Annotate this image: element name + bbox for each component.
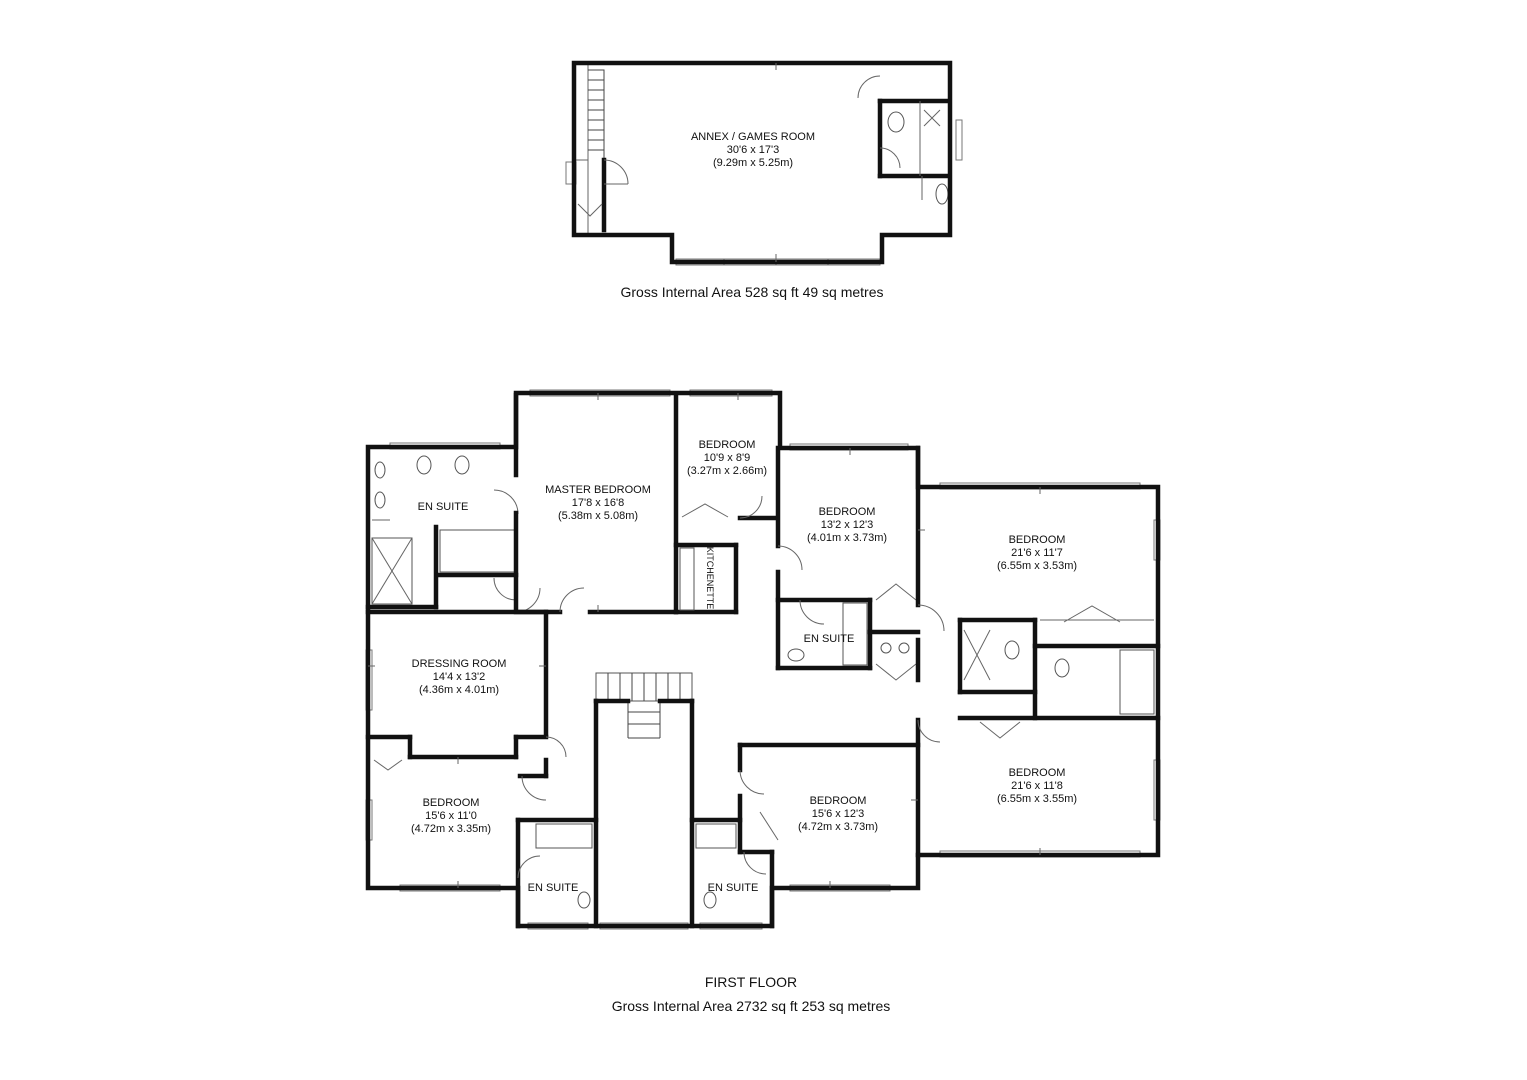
room-bedroom-right-top-imperial: 21'6 x 11'7	[1011, 547, 1063, 559]
room-bedroom-mid-name: BEDROOM	[819, 506, 876, 518]
room-bedroom-lower-mid-imperial: 15'6 x 12'3	[812, 808, 865, 820]
room-en-suite-label: EN SUITE	[418, 501, 469, 513]
room-en-suite-right-label: EN SUITE	[708, 882, 759, 894]
room-bedroom-small-name: BEDROOM	[699, 439, 756, 451]
annex-plan	[565, 60, 963, 266]
room-bedroom-lower-mid-metric: (4.72m x 3.73m)	[798, 821, 878, 833]
room-bedroom-small-metric: (3.27m x 2.66m)	[687, 465, 767, 477]
annex-room-imperial: 30'6 x 17'3	[727, 144, 780, 156]
room-bedroom-right-top-metric: (6.55m x 3.53m)	[997, 560, 1077, 572]
annex-room-name: ANNEX / GAMES ROOM	[691, 131, 815, 143]
room-bedroom-mid-imperial: 13'2 x 12'3	[821, 519, 874, 531]
room-bedroom-mid-metric: (4.01m x 3.73m)	[807, 532, 887, 544]
room-bedroom-right-bottom-imperial: 21'6 x 11'8	[1011, 780, 1063, 792]
room-dressing-room-imperial: 14'4 x 13'2	[433, 671, 486, 683]
room-dressing-room-metric: (4.36m x 4.01m)	[419, 684, 499, 696]
room-master-bedroom-imperial: 17'8 x 16'8	[572, 497, 625, 509]
room-bedroom-right-top-name: BEDROOM	[1009, 534, 1066, 546]
first-floor-plan	[365, 389, 1161, 930]
room-bedroom-left-name: BEDROOM	[423, 797, 480, 809]
room-dressing-room-name: DRESSING ROOM	[412, 658, 507, 670]
room-bedroom-lower-mid-name: BEDROOM	[810, 795, 867, 807]
annex-room-metric: (9.29m x 5.25m)	[713, 157, 793, 169]
room-bedroom-right-bottom-metric: (6.55m x 3.55m)	[997, 793, 1077, 805]
room-bedroom-left-metric: (4.72m x 3.35m)	[411, 823, 491, 835]
first-floor-area-caption: Gross Internal Area 2732 sq ft 253 sq me…	[612, 998, 891, 1014]
room-bedroom-right-bottom-name: BEDROOM	[1009, 767, 1066, 779]
room-master-bedroom-name: MASTER BEDROOM	[545, 484, 651, 496]
room-en-suite-left-label: EN SUITE	[528, 882, 579, 894]
room-master-bedroom-metric: (5.38m x 5.08m)	[558, 510, 638, 522]
room-bedroom-small-imperial: 10'9 x 8'9	[704, 452, 750, 464]
annex-area-caption: Gross Internal Area 528 sq ft 49 sq metr…	[620, 284, 883, 300]
room-bedroom-left-imperial: 15'6 x 11'0	[425, 810, 477, 822]
room-en-suite-mid-label: EN SUITE	[804, 633, 855, 645]
first-floor-title: FIRST FLOOR	[705, 974, 797, 990]
room-kitchenette-label: KITCHENETTE	[705, 547, 715, 610]
